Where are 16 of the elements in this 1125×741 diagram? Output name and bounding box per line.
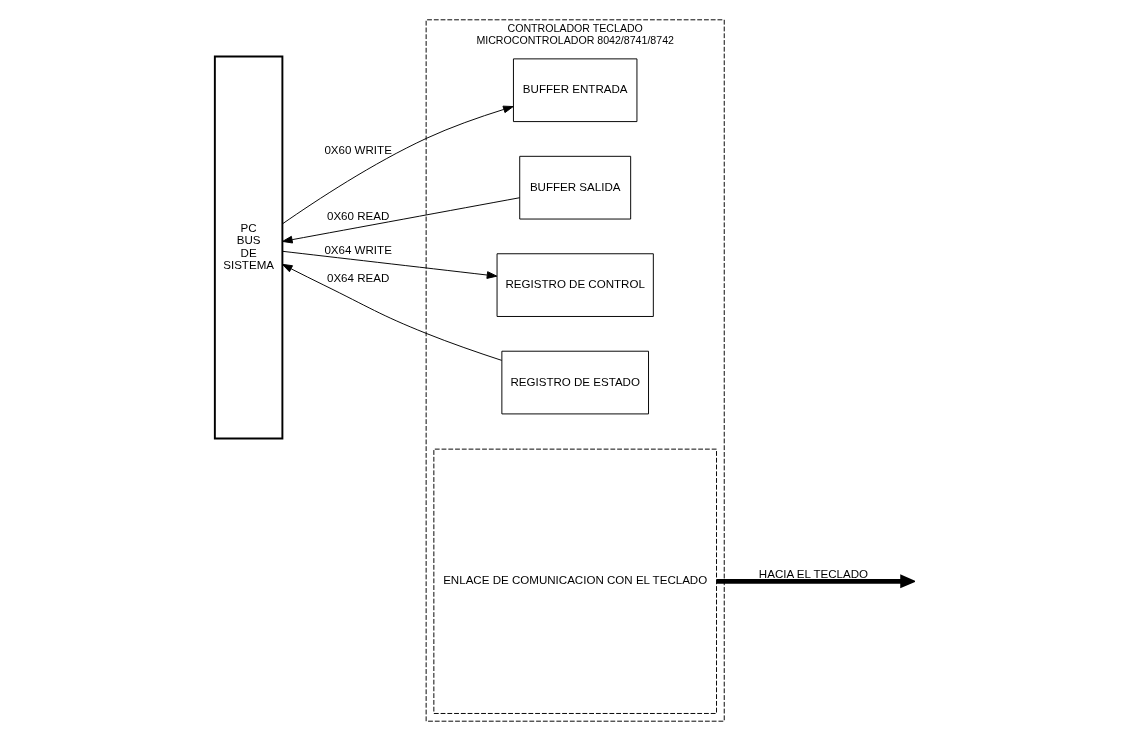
arrow	[281, 105, 514, 225]
node-box: ENLACE DE COMUNICACION CON EL TECLADO	[432, 448, 717, 714]
edge-label: 0X60 WRITE	[323, 143, 392, 156]
edge-label: 0X64 READ	[326, 271, 389, 284]
edge-label: 0X60 READ	[326, 210, 389, 223]
node-box: PC BUS DE SISTEMA	[213, 55, 283, 440]
node-box: REGISTRO DE ESTADO	[500, 350, 649, 415]
arrow	[281, 250, 497, 279]
edge-label: HACIA EL TECLADO	[758, 568, 868, 581]
arrow	[281, 197, 520, 244]
edge-label: 0X64 WRITE	[323, 243, 392, 256]
node-box: BUFFER ENTRADA	[512, 58, 637, 123]
arrow	[716, 574, 915, 589]
node-box: BUFFER SALIDA	[518, 155, 631, 220]
node-box: REGISTRO DE CONTROL	[496, 253, 654, 317]
arrow	[281, 263, 502, 361]
